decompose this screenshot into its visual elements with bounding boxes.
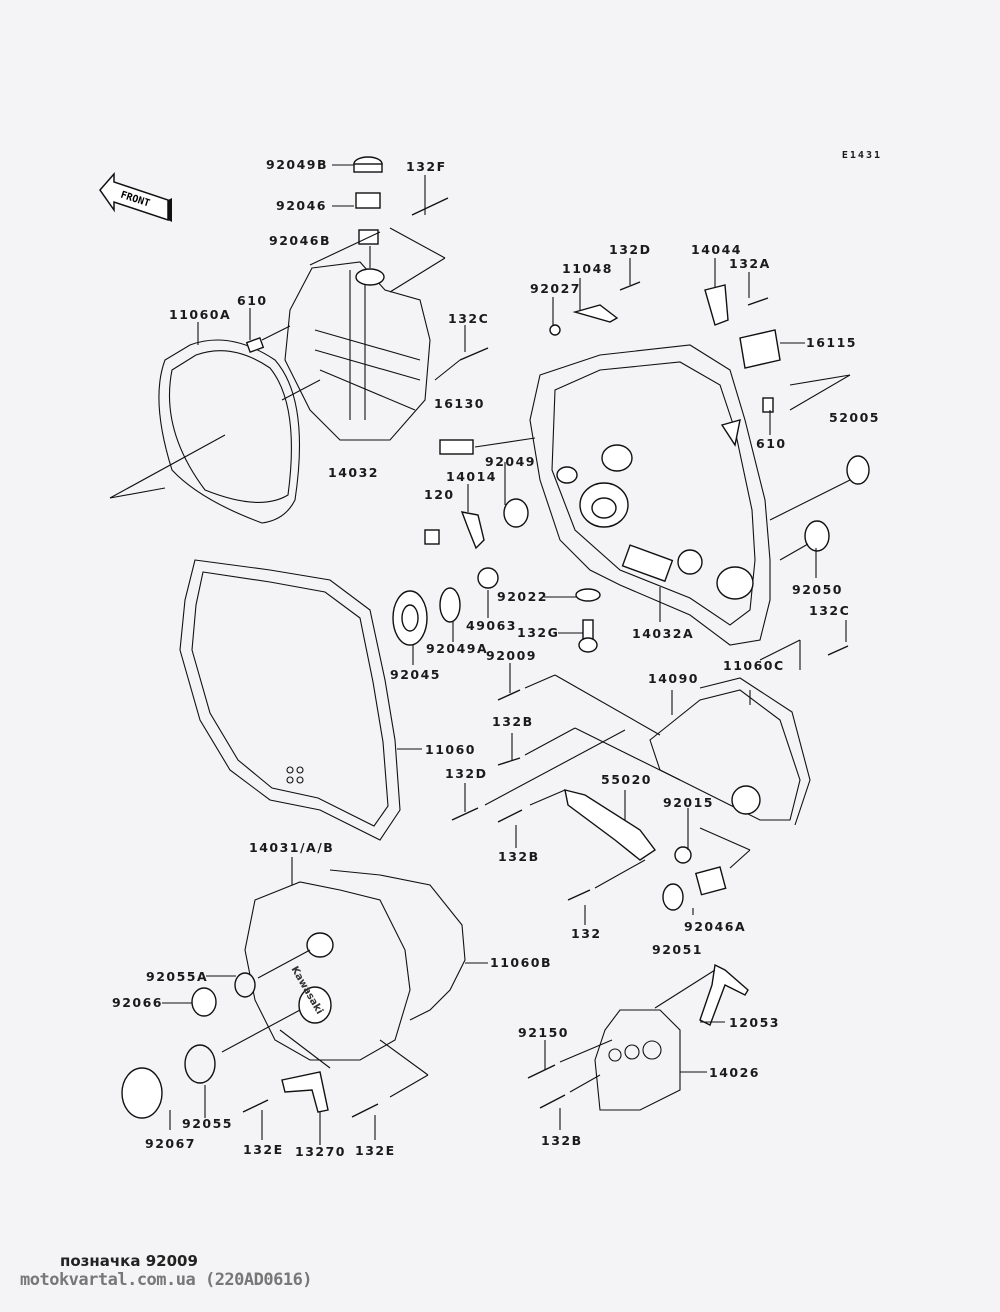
part-label[interactable]: 132B: [492, 714, 534, 729]
part-label[interactable]: 132B: [498, 849, 540, 864]
part-label[interactable]: 92015: [663, 795, 714, 810]
part-label[interactable]: 92046B: [269, 233, 332, 248]
part-label[interactable]: 92049B: [266, 157, 329, 172]
part-label[interactable]: 92022: [497, 589, 548, 604]
part-label[interactable]: 132C: [448, 311, 490, 326]
part-label[interactable]: 16115: [806, 335, 857, 350]
part-label[interactable]: 132B: [541, 1133, 583, 1148]
clutch-cover-14032: [284, 261, 431, 441]
part-label[interactable]: 132D: [609, 242, 652, 257]
part-label[interactable]: 16130: [434, 396, 485, 411]
designation-text: позначка 92009: [60, 1252, 198, 1270]
part-label[interactable]: 14044: [691, 242, 742, 257]
part-label[interactable]: 120: [424, 487, 455, 502]
source-text: motokvartal.com.ua (220AD0616): [20, 1270, 313, 1290]
part-label[interactable]: 132E: [243, 1142, 284, 1157]
part-label[interactable]: 132E: [355, 1143, 396, 1158]
part-label[interactable]: 14026: [709, 1065, 760, 1080]
right-cover-14032A: [529, 344, 771, 646]
part-label[interactable]: 92046A: [684, 919, 747, 934]
part-label[interactable]: 92050: [792, 582, 843, 597]
part-label[interactable]: 12053: [729, 1015, 780, 1030]
part-label[interactable]: 92066: [112, 995, 163, 1010]
part-label[interactable]: 92055A: [146, 969, 209, 984]
part-label[interactable]: 92150: [518, 1025, 569, 1040]
part-label[interactable]: 92049A: [426, 641, 489, 656]
part-label[interactable]: 132: [571, 926, 602, 941]
part-label[interactable]: 14032A: [632, 626, 695, 641]
part-label[interactable]: 13270: [295, 1144, 346, 1159]
part-label[interactable]: 610: [756, 436, 787, 451]
part-label[interactable]: 132F: [406, 159, 447, 174]
part-label[interactable]: 14032: [328, 465, 379, 480]
part-label[interactable]: 92027: [530, 281, 581, 296]
sprocket-cover-14026: [594, 1009, 681, 1111]
part-label[interactable]: 11060C: [723, 658, 785, 673]
part-label[interactable]: 11060B: [490, 955, 553, 970]
part-label[interactable]: 92067: [145, 1136, 196, 1151]
part-label[interactable]: 132G: [517, 625, 560, 640]
diagram-code: E1431: [841, 150, 882, 161]
part-label[interactable]: 55020: [601, 772, 652, 787]
part-label[interactable]: 92009: [486, 648, 537, 663]
front-direction-arrow: FRONT: [98, 172, 173, 231]
gasket-11060A: [158, 339, 301, 524]
part-label[interactable]: 49063: [466, 618, 517, 633]
part-label[interactable]: 92045: [390, 667, 441, 682]
cover-14090: [649, 689, 801, 821]
gasket-11060: [179, 559, 401, 841]
part-label[interactable]: 92046: [276, 198, 327, 213]
part-label[interactable]: 92049: [485, 454, 536, 469]
part-label[interactable]: 610: [237, 293, 268, 308]
part-label[interactable]: 11060A: [169, 307, 232, 322]
part-label[interactable]: 11048: [562, 261, 613, 276]
part-label[interactable]: 132A: [729, 256, 771, 271]
part-label[interactable]: 92051: [652, 942, 703, 957]
part-label[interactable]: 14031/A/B: [249, 840, 335, 855]
part-label[interactable]: 132C: [809, 603, 851, 618]
cover-14031: [244, 881, 411, 1061]
front-arrow-icon: FRONT: [99, 172, 172, 222]
part-label[interactable]: 92055: [182, 1116, 233, 1131]
part-label[interactable]: 14014: [446, 469, 497, 484]
part-label[interactable]: 14090: [648, 671, 699, 686]
part-label[interactable]: 132D: [445, 766, 488, 781]
part-label[interactable]: 52005: [829, 410, 880, 425]
part-label[interactable]: 11060: [425, 742, 476, 757]
